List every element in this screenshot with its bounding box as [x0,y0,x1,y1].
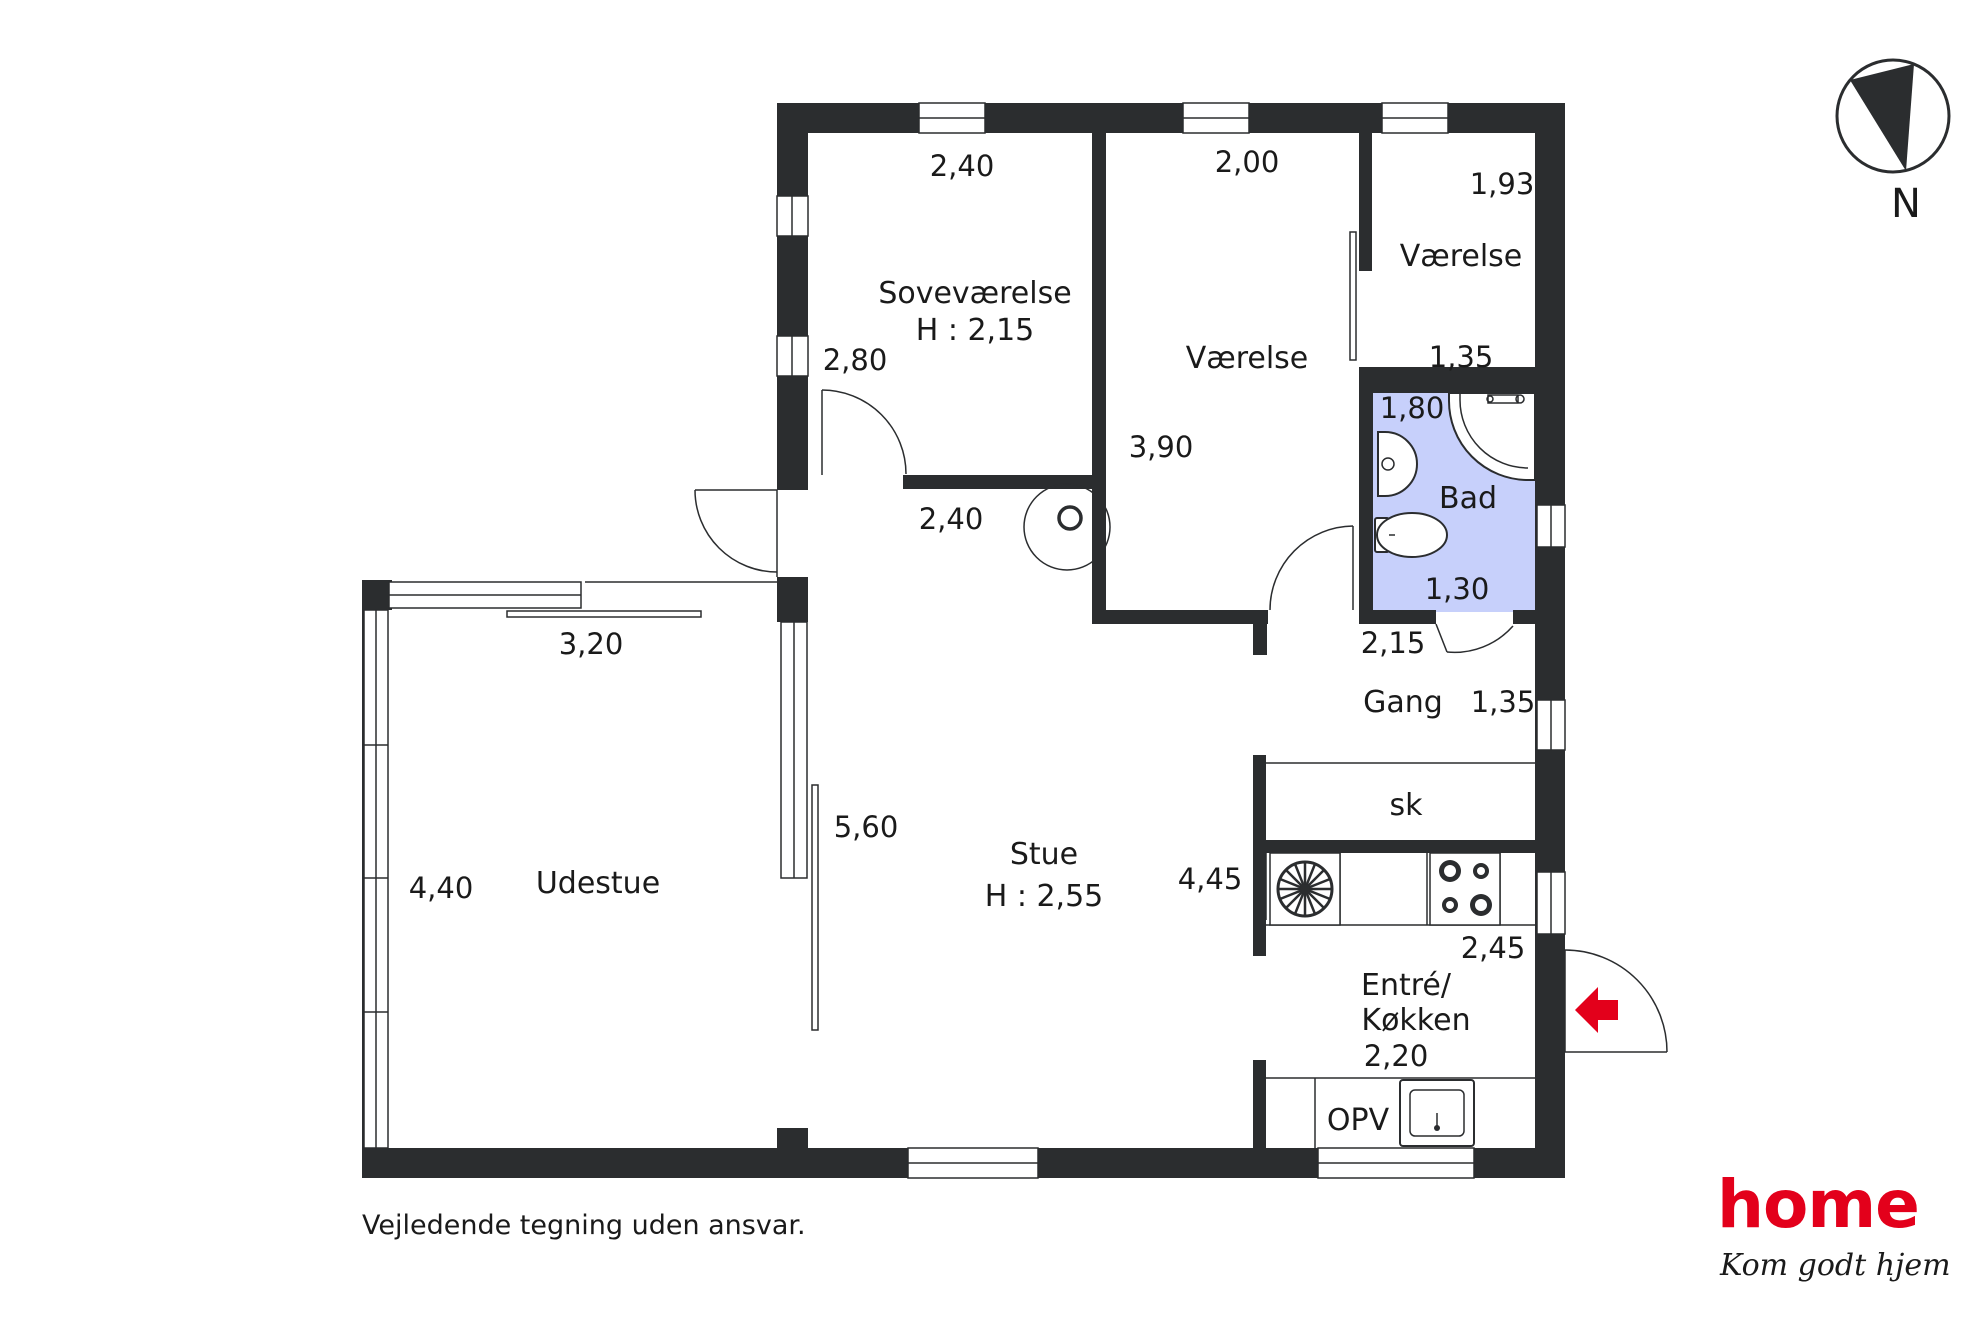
room-label-vaerelse-small: Værelse [1400,239,1523,274]
shower-icon [1447,392,1536,481]
compass-north-label: N [1891,181,1921,227]
dim-gang-side: 1,35 [1471,685,1536,719]
toilet-icon [1374,512,1448,558]
entry-arrow-icon [1575,987,1618,1033]
dim-bad-bottom: 1,30 [1425,572,1490,606]
fan-icon [1269,852,1341,926]
label-opv: OPV [1327,1103,1390,1138]
dim-kitchen-top: 2,45 [1461,931,1526,965]
room-height-stue: H : 2,55 [985,879,1104,914]
room-label-sk: sk [1389,788,1423,823]
dim-kitchen-side: 4,45 [1178,862,1243,896]
windows [363,102,1566,1179]
dim-kitchen-bottom: 2,20 [1364,1039,1429,1073]
dim-sov-top: 2,40 [930,149,995,183]
room-label-stue: Stue [1010,837,1078,872]
sink-icon [1377,431,1418,497]
kitchen-sink-icon [1399,1079,1475,1147]
dim-vaer-top: 2,00 [1215,145,1280,179]
room-label-entre-line1: Entré/ [1361,968,1452,1003]
dim-bad-top: 1,80 [1380,391,1445,425]
disclaimer-text: Vejledende tegning uden ansvar. [362,1210,806,1241]
dim-gang-top: 2,15 [1361,626,1426,660]
brand-logo-text: home [1717,1166,1919,1243]
cooktop-icon [1429,852,1501,926]
compass-icon [1835,58,1951,174]
chimney-stove-icon [1023,483,1111,571]
room-label-vaerelse: Værelse [1186,341,1309,376]
brand-tagline: Kom godt hjem [1719,1248,1951,1283]
dim-stue-side: 5,60 [834,810,899,844]
room-label-entre-line2: Køkken [1361,1003,1470,1038]
room-label-udestue: Udestue [536,866,660,901]
dim-udestue-top: 3,20 [559,627,624,661]
room-height-sovevaerelse: H : 2,15 [916,313,1035,348]
room-label-sovevaerelse: Soveværelse [878,276,1071,311]
dim-sov-bottom: 2,40 [919,502,984,536]
dim-udestue-side: 4,40 [409,871,474,905]
dim-vaer2-bottom: 1,35 [1429,340,1494,374]
dim-sov-side: 2,80 [823,343,888,377]
dim-vaer-side: 3,90 [1129,430,1194,464]
room-label-bad: Bad [1439,481,1497,516]
room-label-gang: Gang [1363,685,1443,720]
dim-vaer2-side: 1,93 [1470,167,1535,201]
